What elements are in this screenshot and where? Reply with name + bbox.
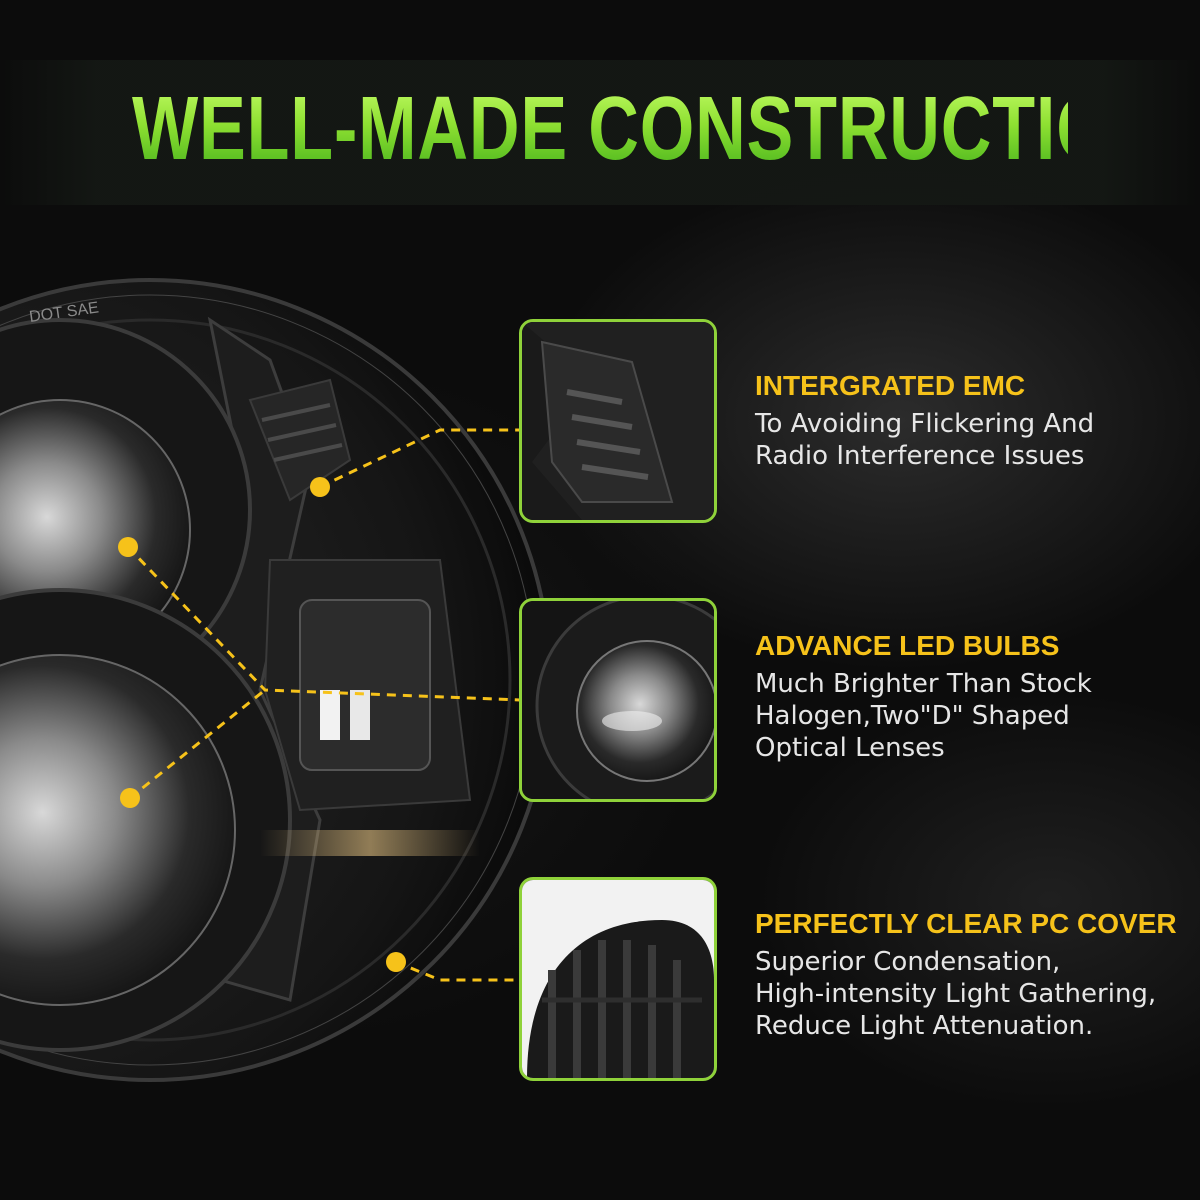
leader-line-led-lower bbox=[129, 688, 266, 800]
leader-line-led bbox=[126, 545, 521, 702]
title-banner bbox=[0, 60, 1200, 205]
led-bulb-detail-image bbox=[519, 598, 717, 802]
callout-dot-cover bbox=[386, 952, 406, 972]
callout-dot-lower-lens bbox=[120, 788, 140, 808]
emc-detail-image bbox=[519, 319, 717, 523]
feature-heading: PERFECTLY CLEAR PC COVER bbox=[755, 908, 1177, 939]
feature-emc: INTERGRATED EMC To Avoiding Flickering A… bbox=[755, 370, 1185, 472]
callout-dots bbox=[118, 477, 406, 972]
light-reflection bbox=[260, 830, 480, 856]
feature-heading: ADVANCE LED BULBS bbox=[755, 630, 1060, 661]
feature-heading: INTERGRATED EMC bbox=[755, 370, 1026, 401]
callout-dot-upper-lens bbox=[118, 537, 138, 557]
feature-description: Superior Condensation, High-intensity Li… bbox=[755, 947, 1157, 1041]
leader-lines bbox=[126, 428, 521, 982]
leader-line-cover bbox=[395, 960, 520, 982]
feature-pc-cover: PERFECTLY CLEAR PC COVER Superior Conden… bbox=[755, 908, 1185, 1042]
feature-description: To Avoiding Flickering And Radio Interfe… bbox=[755, 409, 1095, 471]
callout-dot-emc bbox=[310, 477, 330, 497]
feature-led-bulbs: ADVANCE LED BULBS Much Brighter Than Sto… bbox=[755, 630, 1185, 764]
lower-projector-lens bbox=[0, 588, 292, 1052]
feature-description: Much Brighter Than Stock Halogen,Two"D" … bbox=[755, 669, 1092, 763]
leader-line-emc bbox=[319, 428, 520, 489]
pc-cover-detail-image bbox=[519, 877, 717, 1081]
page-title: WELL-MADE CONSTRUCTION bbox=[132, 79, 1164, 179]
